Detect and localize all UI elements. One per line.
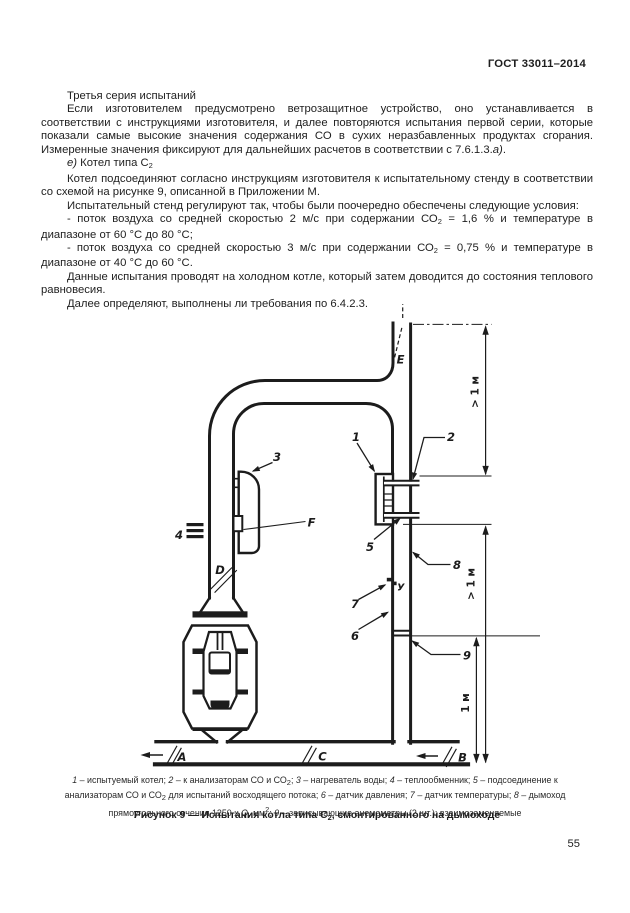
page-number: 55 [567, 838, 580, 850]
document-header: ГОСТ 33011–2014 [487, 58, 586, 70]
paragraph: Третья серия испытаний [67, 90, 196, 102]
body-text: Третья серия испытаний Если изготовителе… [41, 90, 593, 311]
figure-label-B: B [458, 751, 467, 765]
label-arrowheads [251, 464, 420, 648]
figure-legend: 1 – испытуемый котел; 2 – к анализаторам… [20, 774, 610, 820]
figure-label-F: F [308, 516, 316, 530]
paragraph: е) Котел типа С2 [67, 157, 153, 171]
figure-9-diagram: 1 2 3 4 5 6 7 8 9 A B C D E F У > 1 м > … [0, 298, 630, 774]
analyzer-tap-upper [384, 479, 420, 487]
figure-label-C: C [318, 750, 327, 764]
legend-line: прямоугольного сечения 1250 х Q, мм2; 9 … [108, 805, 522, 819]
figure-label-9: 9 [463, 649, 471, 663]
anemometers [393, 629, 411, 637]
e-leader-dashed [394, 304, 404, 358]
water-heater [237, 470, 261, 555]
legend-line: анализаторам СО и СО2 для испытаний восх… [64, 790, 566, 803]
dimension-texts: > 1 м > 1 м 1 м [460, 376, 482, 713]
dimension-text-2: > 1 м [466, 568, 478, 600]
figure-labels: 1 2 3 4 5 6 7 8 9 A B C D E F У [174, 353, 471, 765]
paragraph: - поток воздуха со средней скоростью 2 м… [41, 213, 593, 241]
legend-line: 1 – испытуемый котел; 2 – к анализаторам… [72, 775, 558, 787]
figure-label-2: 2 [447, 430, 455, 444]
paragraph: Далее определяют, выполнены ли требовани… [67, 297, 369, 310]
heat-exchanger-fin [186, 535, 204, 539]
duct-sensors [386, 577, 411, 637]
figure-label-3: 3 [273, 450, 281, 464]
heat-exchanger-fin [186, 523, 204, 527]
figure-label-U: У [397, 583, 405, 594]
temp-sensor-mark [386, 577, 392, 582]
paragraph: - поток воздуха со средней скоростью 3 м… [41, 241, 593, 270]
dimension-lines [403, 323, 540, 763]
figure-label-7: 7 [351, 597, 359, 611]
connection-f [232, 515, 244, 533]
break-symbols [166, 567, 457, 768]
paragraph: Если изготовителем предусмотрено ветроза… [41, 103, 593, 156]
dimension-arrowheads [473, 325, 489, 764]
paragraph: Котел подсоединяют согласно инструкциям … [41, 172, 593, 199]
paragraph: Испытательный стенд регулируют так, чтоб… [67, 199, 579, 212]
label-leaders [243, 436, 461, 656]
dimension-text-3: 1 м [460, 693, 472, 713]
analyzer-tap-lower [384, 512, 420, 519]
duct-system [152, 321, 471, 767]
inner-chamber [202, 630, 238, 710]
flow-arrows [140, 752, 438, 759]
water-heater-group [186, 470, 261, 555]
apparatus-body [182, 624, 258, 730]
figure-label-6: 6 [351, 629, 359, 643]
floor-apparatus [182, 611, 258, 731]
dimension-text-1: > 1 м [470, 376, 482, 408]
figure-label-1: 1 [352, 430, 360, 444]
figure-label-5: 5 [366, 540, 374, 554]
heat-exchanger-fin [186, 529, 204, 533]
figure-label-4: 4 [174, 528, 183, 542]
temp-sensor-mark [392, 581, 397, 586]
figure-label-E: E [397, 353, 405, 367]
figure-label-D: D [215, 563, 225, 577]
figure-caption: Рисунок 9 — Испытания котла типа С2, смо… [133, 810, 501, 822]
figure-label-A: A [177, 750, 187, 764]
top-flange [192, 611, 248, 618]
paragraph: Данные испытания проводят на холодном ко… [41, 270, 593, 297]
figure-label-8: 8 [453, 558, 461, 572]
tested-boiler-group [374, 472, 420, 526]
